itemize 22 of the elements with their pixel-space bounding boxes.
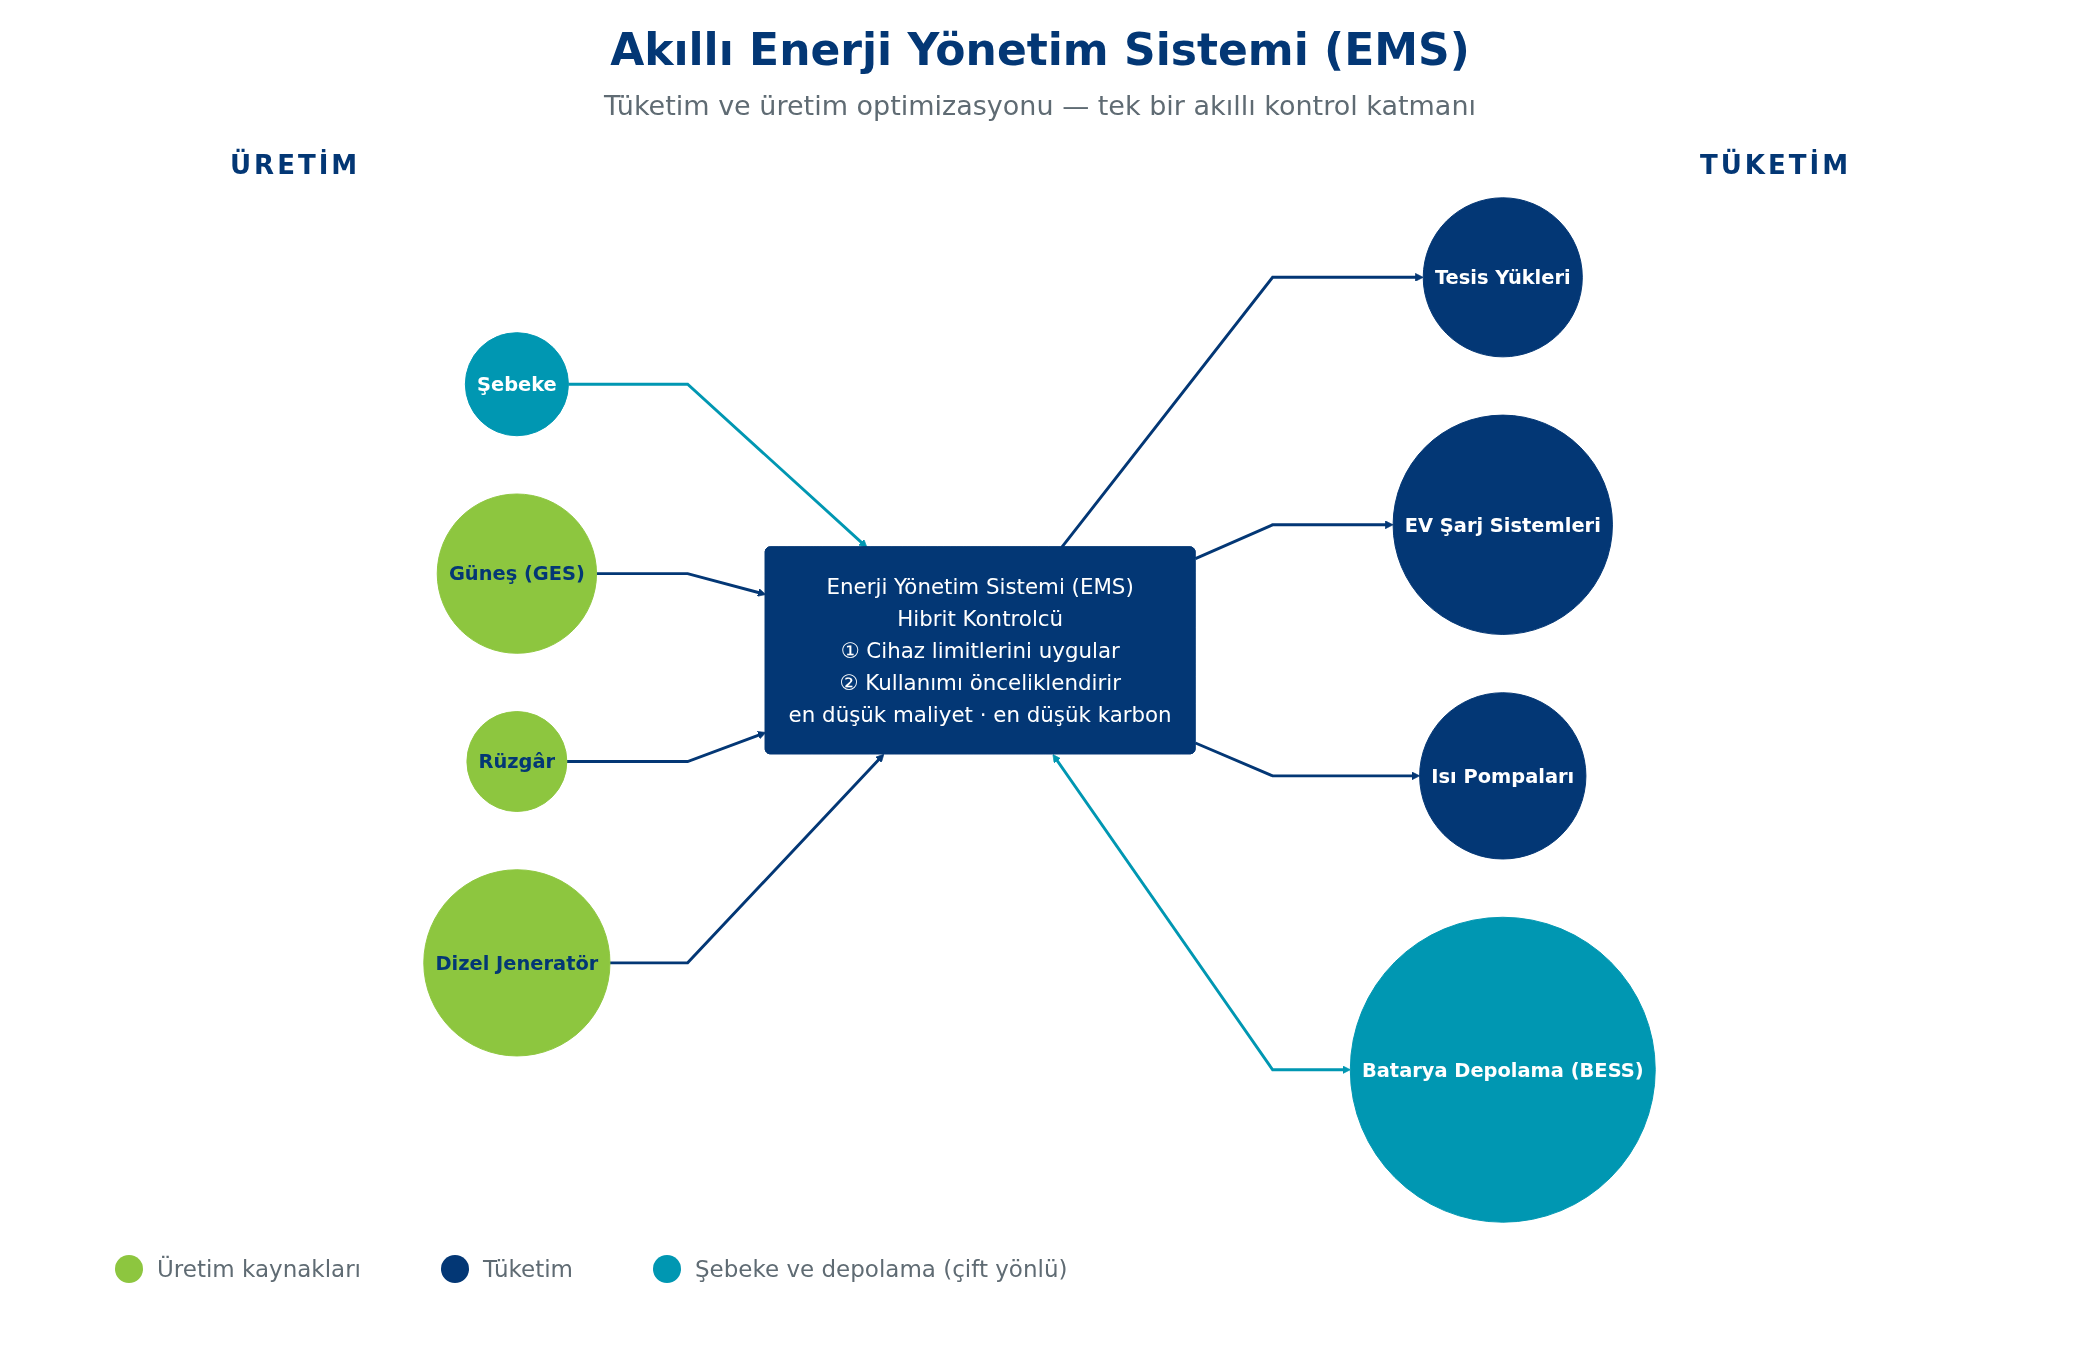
node-circle: Isı Pompaları	[1419, 692, 1587, 860]
diagram-subtitle: Tüketim ve üretim optimizasyonu — tek bir akıllı kontrol katmanı	[604, 90, 1476, 121]
node-circle: Batarya Depolama (BESS)	[1350, 916, 1657, 1223]
legend-label: Şebeke ve depolama (çift yönlü)	[694, 1256, 1068, 1282]
arrow	[567, 731, 767, 763]
column-heading: ÜRETİM	[230, 150, 361, 180]
legend-label: Tüketim	[483, 1256, 573, 1282]
node-circle: EV Şarj Sistemleri	[1393, 414, 1614, 635]
node-circle: Rüzgâr	[466, 711, 568, 812]
node-circle: Güneş (GES)	[437, 493, 598, 654]
node-circle: Dizel Jeneratör	[423, 869, 611, 1057]
arrow	[1195, 520, 1394, 560]
diagram-title: Akıllı Enerji Yönetim Sistemi (EMS)	[610, 24, 1470, 75]
legend-label: Üretim kaynakları	[157, 1256, 361, 1282]
arrow	[568, 382, 868, 548]
arrow	[610, 753, 885, 965]
arrow	[1053, 754, 1352, 1074]
arrow	[597, 572, 767, 597]
node-circle: Tesis Yükleri	[1423, 197, 1584, 358]
arrow	[1195, 741, 1421, 781]
column-heading: TÜKETİM	[1700, 150, 1852, 180]
node-circle: Şebeke	[465, 332, 570, 437]
